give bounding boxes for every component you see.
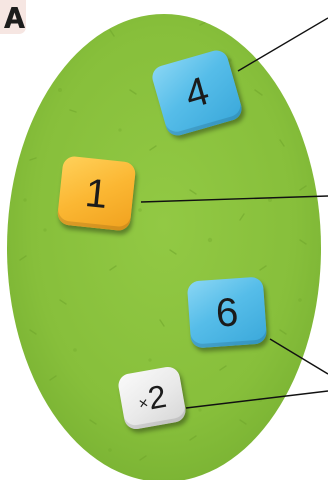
callout-line	[238, 18, 328, 71]
token-value: 1	[83, 172, 109, 214]
token-value: 4	[181, 71, 213, 116]
token-value: 6	[215, 292, 240, 333]
number-token-1[interactable]: 1	[57, 155, 137, 231]
multiplier-token-x2[interactable]: × 2	[117, 365, 188, 431]
number-token-6[interactable]: 6	[187, 276, 267, 348]
